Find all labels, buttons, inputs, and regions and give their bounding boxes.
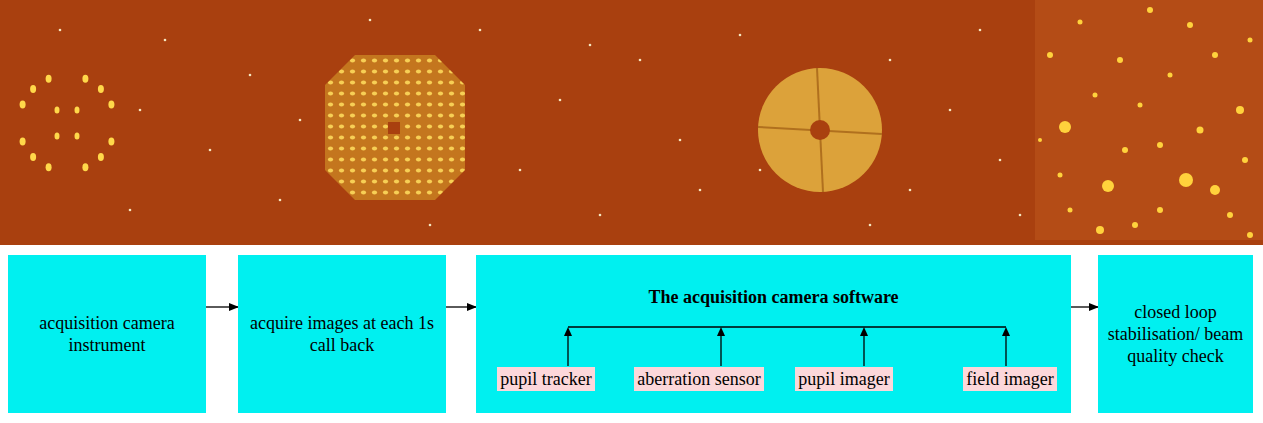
spot-ring — [20, 75, 115, 172]
module-label: field imager — [963, 367, 1056, 391]
flow-arrow — [1071, 306, 1098, 307]
flow-arrow — [446, 306, 476, 307]
camera-image-band — [0, 0, 1263, 245]
process-box: acquire images at each 1s call back — [238, 255, 446, 413]
node-text: pupil tracker — [500, 368, 591, 390]
node-text: aberration sensor — [637, 368, 760, 390]
process-box: acquisition camera instrument — [8, 255, 206, 413]
node-text: pupil imager — [798, 368, 889, 390]
node-text: closed loop stabilisation/ beam quality … — [1106, 301, 1245, 367]
software-box: The acquisition camera software pupil tra… — [476, 255, 1071, 413]
pupil-disc — [758, 68, 882, 192]
flow-arrow — [206, 306, 238, 307]
module-label: pupil tracker — [497, 367, 594, 391]
star-field — [1035, 0, 1263, 240]
module-label: aberration sensor — [634, 367, 763, 391]
pupil-grid — [325, 55, 465, 200]
box-title: The acquisition camera software — [648, 286, 898, 308]
node-text: acquire images at each 1s call back — [246, 312, 438, 356]
module-label: pupil imager — [795, 367, 892, 391]
node-text: acquisition camera instrument — [16, 312, 198, 356]
node-text: field imager — [966, 368, 1053, 390]
process-box: closed loop stabilisation/ beam quality … — [1098, 255, 1253, 413]
noise-dots — [59, 19, 1022, 227]
